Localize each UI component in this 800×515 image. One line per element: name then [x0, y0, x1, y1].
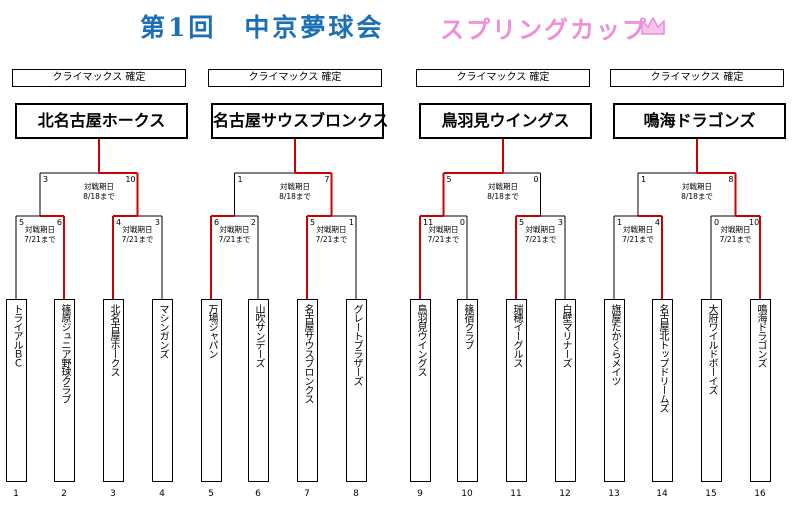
page-title: 第1回 中京夢球会: [140, 13, 385, 42]
team-number: 9: [417, 489, 423, 499]
page-subtitle: スプリングカップ: [440, 16, 648, 44]
team-entry: 白壁マリナーズ: [555, 299, 576, 482]
score-left: 1: [237, 175, 243, 184]
score-right: 3: [154, 218, 160, 227]
match-deadline: 8/18まで: [279, 192, 311, 201]
team-number: 8: [353, 489, 359, 499]
climax-status-box: クライマックス 確定: [416, 69, 590, 87]
team-number: 15: [705, 489, 717, 499]
team-number: 7: [304, 489, 310, 499]
score-left: 3: [43, 175, 49, 184]
score-left: 11: [423, 218, 434, 227]
team-entry: トライアルＢＣ: [6, 299, 27, 482]
score-left: 1: [641, 175, 647, 184]
team-entry: 瑞穂イーグルス: [506, 299, 527, 482]
team-number: 10: [461, 489, 473, 499]
score-left: 1: [617, 218, 623, 227]
team-number: 2: [61, 489, 67, 499]
match-date-label: 対戦期日: [623, 225, 653, 234]
match-date-label: 対戦期日: [25, 225, 55, 234]
match-date-label: 対戦期日: [525, 225, 556, 234]
team-entry: 篠宿クラブ: [457, 299, 478, 482]
match-deadline: 8/18まで: [681, 192, 713, 201]
team-entry: 万場ジャパン: [201, 299, 222, 482]
match-deadline: 7/21まで: [719, 235, 752, 244]
team-number: 14: [656, 489, 668, 499]
team-entry: 鳥羽見ウイングス: [410, 299, 431, 482]
team-entry: グレートブラザーズ: [346, 299, 367, 482]
score-left: 5: [19, 218, 25, 227]
team-number: 6: [255, 489, 261, 499]
score-right: 7: [324, 175, 330, 184]
score-right: 1: [348, 218, 354, 227]
team-number: 11: [510, 489, 522, 499]
team-entry: 山吹サンデーズ: [248, 299, 269, 482]
team-number: 12: [559, 489, 571, 499]
match-deadline: 7/21まで: [427, 235, 460, 244]
climax-status-box: クライマックス 確定: [610, 69, 784, 87]
team-number: 3: [110, 489, 116, 499]
team-entry: マシンガンズ: [152, 299, 173, 482]
team-entry: 名古屋サウスブロンクス: [297, 299, 318, 482]
score-left: 5: [519, 218, 525, 227]
match-deadline: 7/21まで: [121, 235, 154, 244]
match-date-label: 対戦期日: [219, 225, 250, 234]
match-date-label: 対戦期日: [682, 182, 712, 191]
crown-icon: [641, 16, 665, 35]
score-right: 8: [728, 175, 734, 184]
team-number: 4: [159, 489, 165, 499]
match-deadline: 8/18まで: [83, 192, 115, 201]
team-entry: 旗屋たかくらメイツ: [604, 299, 625, 482]
match-deadline: 7/21まで: [315, 235, 348, 244]
team-entry: 鳴海ドラゴンズ: [750, 299, 771, 482]
team-entry: 大府ワイルドボーイズ: [701, 299, 722, 482]
match-deadline: 7/21まで: [24, 235, 56, 244]
match-date-label: 対戦期日: [720, 225, 751, 234]
score-right: 2: [250, 218, 256, 227]
score-right: 0: [459, 218, 465, 227]
score-left: 5: [446, 175, 452, 184]
match-date-label: 対戦期日: [84, 182, 114, 191]
match-date-label: 対戦期日: [488, 182, 518, 191]
score-right: 4: [654, 218, 660, 227]
score-right: 10: [125, 175, 136, 184]
team-entry: 名古屋北トップドリームズ: [652, 299, 673, 482]
block-winner-box: 名古屋サウスブロンクス: [211, 103, 389, 139]
match-deadline: 7/21まで: [622, 235, 654, 244]
block-winner-box: 鳥羽見ウイングス: [419, 103, 592, 139]
team-entry: 篠原ジュニア野球クラブ: [54, 299, 75, 482]
score-right: 10: [749, 218, 760, 227]
match-deadline: 7/21まで: [524, 235, 557, 244]
match-date-label: 対戦期日: [280, 182, 310, 191]
match-deadline: 8/18まで: [487, 192, 519, 201]
block-winner-box: 北名古屋ホークス: [15, 103, 188, 139]
score-left: 6: [214, 218, 220, 227]
match-date-label: 対戦期日: [428, 225, 459, 234]
match-date-label: 対戦期日: [122, 225, 153, 234]
climax-status-box: クライマックス 確定: [208, 69, 382, 87]
score-right: 6: [56, 218, 62, 227]
score-left: 4: [116, 218, 122, 227]
team-number: 16: [754, 489, 766, 499]
score-right: 3: [557, 218, 563, 227]
match-deadline: 7/21まで: [218, 235, 251, 244]
score-left: 5: [310, 218, 316, 227]
score-right: 0: [533, 175, 539, 184]
team-number: 1: [13, 489, 19, 499]
team-number: 5: [208, 489, 214, 499]
match-date-label: 対戦期日: [316, 225, 347, 234]
team-number: 13: [608, 489, 620, 499]
score-left: 0: [714, 218, 720, 227]
team-entry: 北名古屋ホークス: [103, 299, 124, 482]
climax-status-box: クライマックス 確定: [12, 69, 186, 87]
block-winner-box: 鳴海ドラゴンズ: [613, 103, 786, 139]
